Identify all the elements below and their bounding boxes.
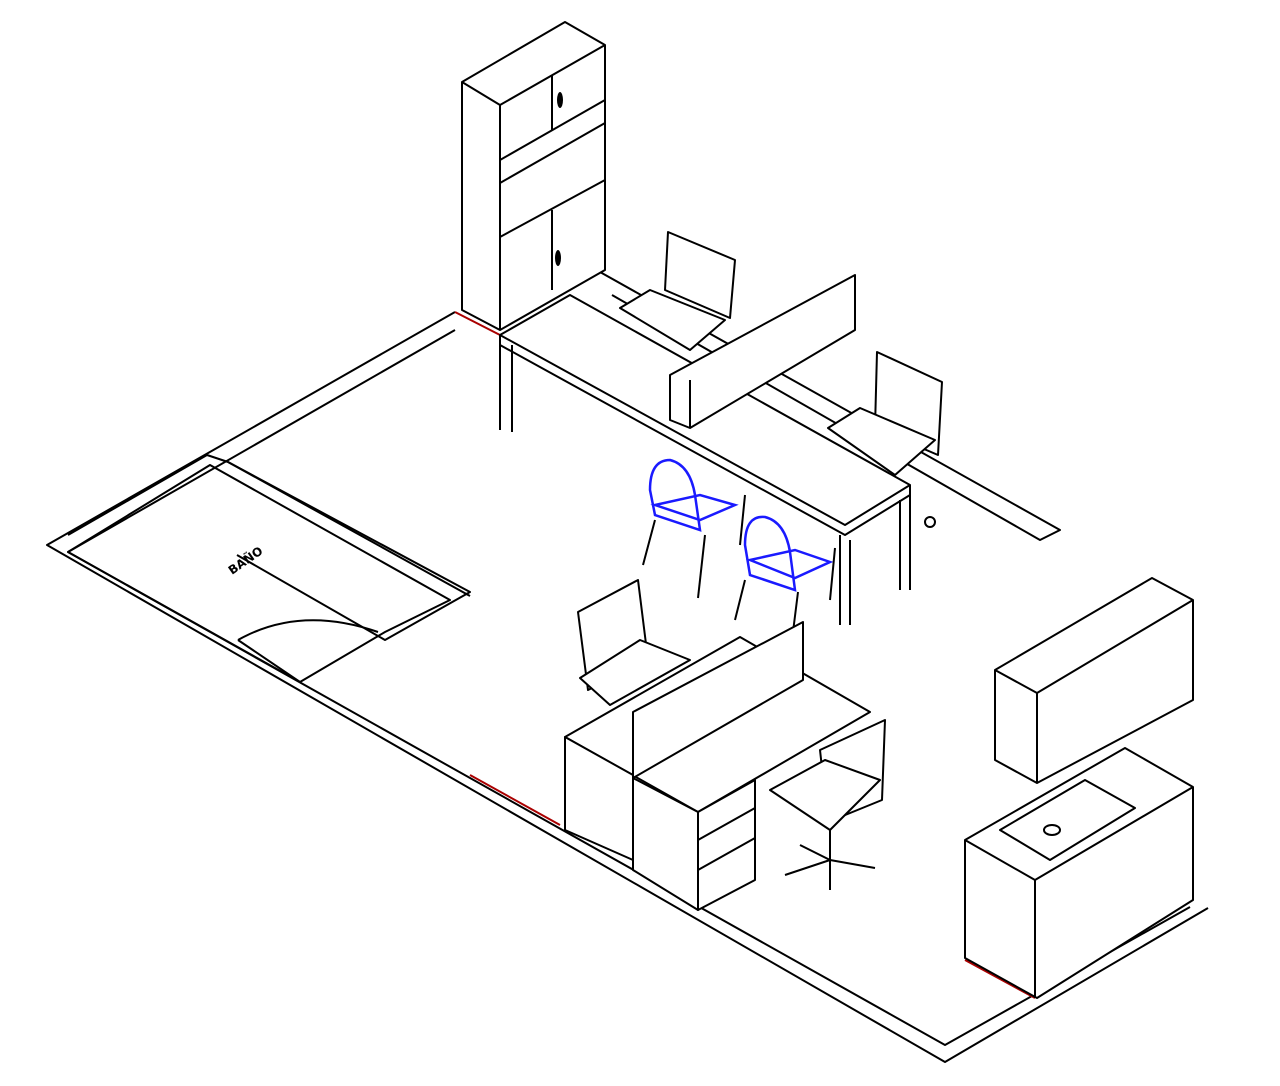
- office-chair-top-left: [619, 231, 736, 351]
- visitor-chair-blue-1: [642, 458, 746, 599]
- sink-icon: [999, 779, 1136, 861]
- desk-cluster-top: [499, 274, 911, 625]
- wall-cabinet: [994, 577, 1194, 784]
- office-chair-bottom-left: [577, 579, 691, 706]
- office-chair-bottom-right: [769, 719, 886, 890]
- bathroom: BAÑO: [67, 454, 471, 683]
- tall-cabinet: [461, 21, 606, 331]
- room-label-bathroom: BAÑO: [225, 543, 265, 577]
- sink-counter: [964, 747, 1194, 999]
- handle-icon: [557, 92, 563, 108]
- desk-cluster-bottom: [564, 621, 871, 911]
- handle-icon: [555, 250, 561, 266]
- visitor-chair-blue-2: [734, 515, 836, 641]
- office-chair-top-right: [827, 351, 943, 528]
